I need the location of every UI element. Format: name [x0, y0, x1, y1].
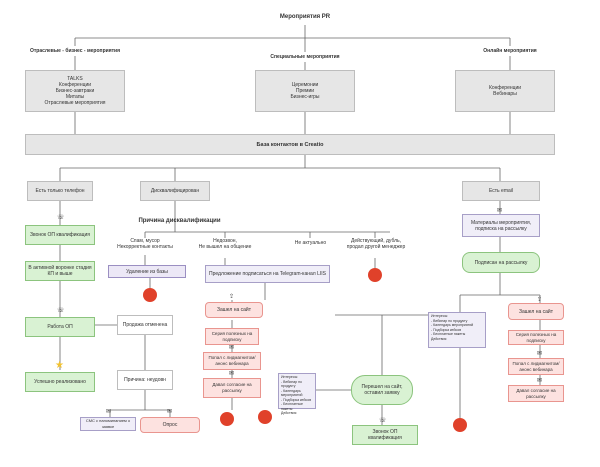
- phone-only-box[interactable]: Есть только телефон: [27, 181, 93, 201]
- email-only-box[interactable]: Есть email: [462, 181, 540, 201]
- stop-marker-3: [368, 268, 382, 282]
- went-site-box[interactable]: Перешел на сайт, оставил заявку: [351, 375, 413, 405]
- disqualification-title: Причина дисквалификации: [138, 218, 221, 224]
- visit-site-right-box[interactable]: Зашел на сайт: [508, 303, 564, 320]
- phone-icon-3: ☏: [379, 418, 387, 424]
- visit-site-left-box[interactable]: Зашел на сайт: [205, 302, 263, 318]
- lead-magnet-left[interactable]: Попал с лидмагнитом/ анонс вебинара: [203, 352, 261, 370]
- browser-icon-2: ⇪: [537, 297, 543, 303]
- disqualified-box[interactable]: Дисквалифицирован: [140, 181, 210, 201]
- category-industry: Отраслевые - бизнес - мероприятия: [29, 48, 121, 54]
- telegram-offer-box[interactable]: Предложение подписаться на Telegram-кана…: [205, 265, 330, 283]
- useful-series-right[interactable]: Серия полезных на подписку: [508, 330, 564, 345]
- mail-icon-2: ✉: [167, 409, 173, 415]
- mail-icon-3: ✉: [229, 345, 235, 351]
- stop-marker-2: [143, 288, 157, 302]
- reason-unknown-box[interactable]: Причина: неудовн: [117, 370, 173, 390]
- reason-spam: Спам, мусор Некорректные контакты: [117, 238, 173, 250]
- useful-series-left[interactable]: Серия полезных на подписку: [205, 328, 259, 345]
- consent-right[interactable]: Давал согласие на рассылку: [508, 385, 564, 402]
- interests-note-center: Интересы: - Вебинар по продукту - Календ…: [278, 373, 316, 415]
- stop-marker-5: [453, 418, 467, 432]
- phone-icon-2: ☏: [57, 308, 65, 314]
- crm-contact-base[interactable]: База контактов в Creatio: [25, 134, 555, 155]
- consent-left[interactable]: Давал согласие на рассылку: [203, 378, 261, 398]
- special-events-box[interactable]: Церемонии Премии Бизнес-игры: [255, 70, 355, 112]
- category-online: Онлайн мероприятия: [483, 48, 537, 54]
- reason-irrelevant: Не актуально: [294, 240, 327, 246]
- active-funnel-box[interactable]: В активной воронке стадия КП и выше: [25, 261, 95, 281]
- star-icon: ★: [55, 360, 64, 371]
- sms-reminder-box[interactable]: СМС с напоминанием о заявке: [80, 417, 136, 431]
- survey-box[interactable]: Опрос: [140, 417, 200, 433]
- mail-icon-7: ✉: [537, 378, 543, 384]
- sale-cancelled-box[interactable]: Продажа отменена: [117, 315, 173, 335]
- delete-from-base-box[interactable]: Удаление из базы: [108, 265, 186, 278]
- reason-existing: Действующий, дубль, продал другой менедж…: [346, 238, 406, 250]
- mail-icon-4: ✉: [229, 371, 235, 377]
- mail-icon-6: ✉: [537, 351, 543, 357]
- page-title: Мероприятия PR: [279, 14, 331, 20]
- op-work-box[interactable]: Работа ОП: [25, 317, 95, 337]
- lead-magnet-right[interactable]: Попал с лидмагнитом/ анонс вебинара: [508, 358, 564, 375]
- industry-events-box[interactable]: TALKS Конференции Бизнес-завтраки Митапы…: [25, 70, 125, 112]
- online-events-box[interactable]: Конференции Вебинары: [455, 70, 555, 112]
- materials-subscription-box[interactable]: Материалы мероприятия, подписка на рассы…: [462, 214, 540, 237]
- interests-note-right: Интересы: - Вебинар по продукту - Календ…: [428, 312, 486, 348]
- call-qualification-box[interactable]: Звонок ОП квалификация: [25, 225, 95, 245]
- browser-icon: ⇪: [229, 294, 235, 300]
- call-qualification-box-2[interactable]: Звонок ОП квалификация: [352, 425, 418, 445]
- mail-icon-5: ✉: [497, 208, 503, 214]
- subscribed-box[interactable]: Подписан на рассылку: [462, 252, 540, 273]
- reason-not-reached: Недозвон, Не вышел на общение: [198, 238, 252, 250]
- stop-marker-4: [258, 410, 272, 424]
- mail-icon: ✉: [106, 409, 112, 415]
- phone-icon: ☏: [57, 215, 65, 221]
- stop-marker: [220, 412, 234, 426]
- success-box[interactable]: Успешно реализовано: [25, 372, 95, 392]
- category-special: Специальные мероприятия: [270, 54, 340, 60]
